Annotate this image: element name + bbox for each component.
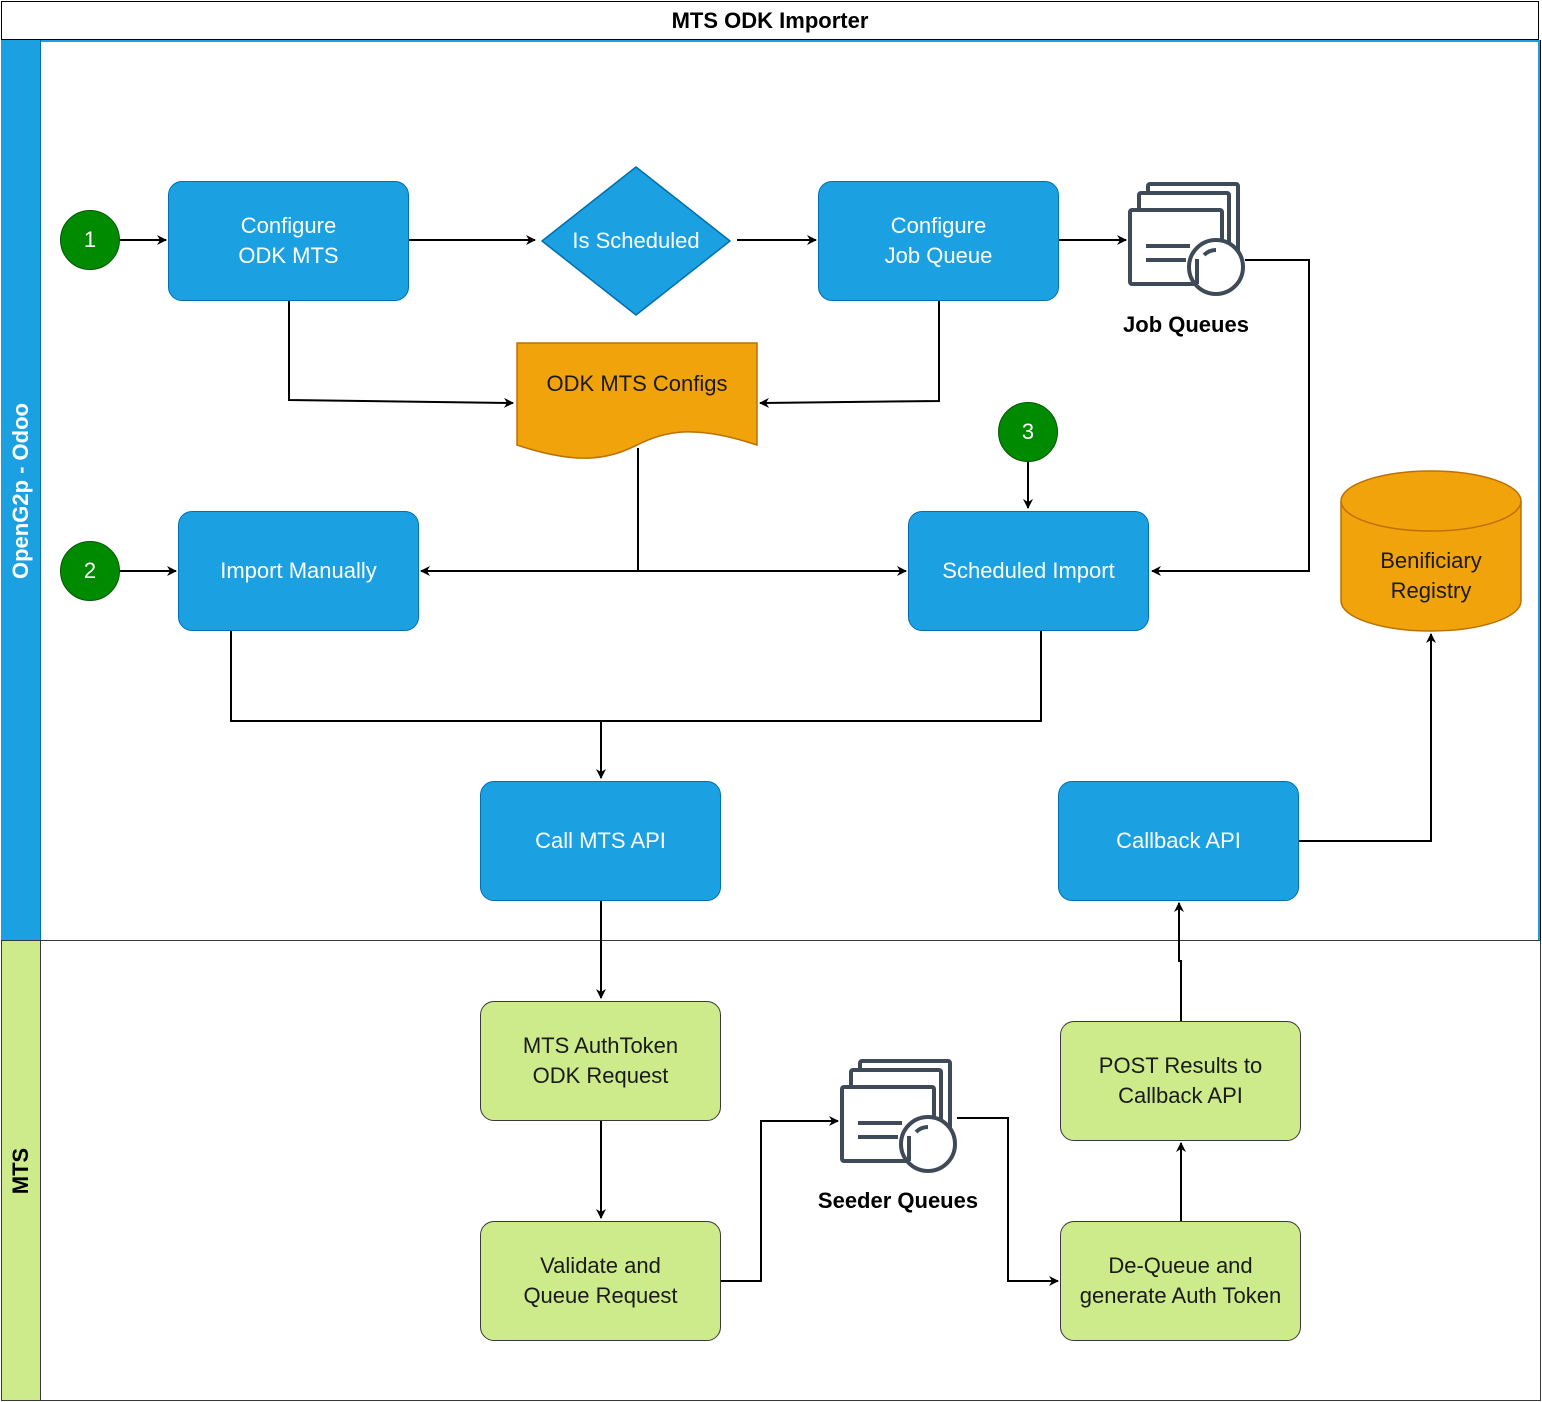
job-queues-label: Job Queues: [1123, 312, 1249, 337]
diagram-title: MTS ODK Importer: [1, 1, 1539, 40]
configure-job-queue-box[interactable]: Configure Job Queue: [818, 181, 1059, 301]
lane-mts-header: MTS: [1, 940, 41, 1401]
edge-configure-configs: [288, 301, 514, 408]
mts-authtoken-request-label: MTS AuthToken ODK Request: [522, 1033, 679, 1088]
edge-scheduled-merge: [601, 631, 1042, 722]
odk-mts-configs-document: [516, 342, 758, 459]
seeder-queues-label: Seeder Queues: [817, 1188, 979, 1213]
dequeue-generate-box[interactable]: De-Queue and generate Auth Token: [1060, 1221, 1301, 1341]
start-point-2[interactable]: 2: [60, 541, 120, 601]
edge-jobqueue-configs: [759, 301, 940, 408]
scheduled-import-label: Scheduled Import: [942, 558, 1115, 583]
call-mts-api-box[interactable]: Call MTS API: [480, 781, 721, 901]
callback-api-label: Callback API: [1116, 828, 1241, 853]
post-results-box[interactable]: POST Results to Callback API: [1060, 1021, 1301, 1141]
start-point-3[interactable]: 3: [998, 402, 1058, 462]
callback-api-box[interactable]: Callback API: [1058, 781, 1299, 901]
odk-mts-configs-label[interactable]: ODK MTS Configs: [546, 371, 728, 396]
edge-import-merge: [230, 631, 601, 722]
scheduled-import-box[interactable]: Scheduled Import: [908, 511, 1149, 631]
dequeue-generate-label: De-Queue and generate Auth Token: [1079, 1253, 1282, 1308]
lane-odoo-top-border: [41, 40, 1540, 42]
configure-job-queue-label: Configure Job Queue: [884, 213, 993, 268]
lane-odoo-right-border: [1538, 40, 1540, 941]
configure-odk-mts-label: Configure ODK MTS: [238, 213, 339, 268]
beneficiary-registry-label[interactable]: Benificiary Registry: [1380, 548, 1482, 603]
seeder-queues-icon: [840, 1059, 957, 1173]
beneficiary-registry-cylinder: [1340, 470, 1522, 632]
edge-jobqueues-scheduledimport: [1151, 259, 1310, 576]
validate-queue-request-label: Validate and Queue Request: [523, 1253, 678, 1308]
mts-authtoken-request-box[interactable]: MTS AuthToken ODK Request: [480, 1001, 721, 1121]
lane-odoo-header: OpenG2p - Odoo: [1, 40, 41, 941]
validate-queue-request-box[interactable]: Validate and Queue Request: [480, 1221, 721, 1341]
call-mts-api-label: Call MTS API: [535, 828, 666, 853]
edge-seeder-dequeue: [957, 1117, 1059, 1286]
edge-callback-registry: [1299, 633, 1436, 842]
configure-odk-mts-box[interactable]: Configure ODK MTS: [168, 181, 409, 301]
start-point-1[interactable]: 1: [60, 210, 120, 270]
post-results-label: POST Results to Callback API: [1098, 1053, 1263, 1108]
import-manually-box[interactable]: Import Manually: [178, 511, 419, 631]
job-queues-icon: [1128, 182, 1245, 296]
edge-post-callback: [1174, 902, 1184, 1021]
edge-validate-seeder: [721, 1116, 839, 1282]
is-scheduled-label[interactable]: Is Scheduled: [572, 228, 700, 253]
import-manually-label: Import Manually: [220, 558, 377, 583]
is-scheduled-diamond: [541, 166, 731, 316]
